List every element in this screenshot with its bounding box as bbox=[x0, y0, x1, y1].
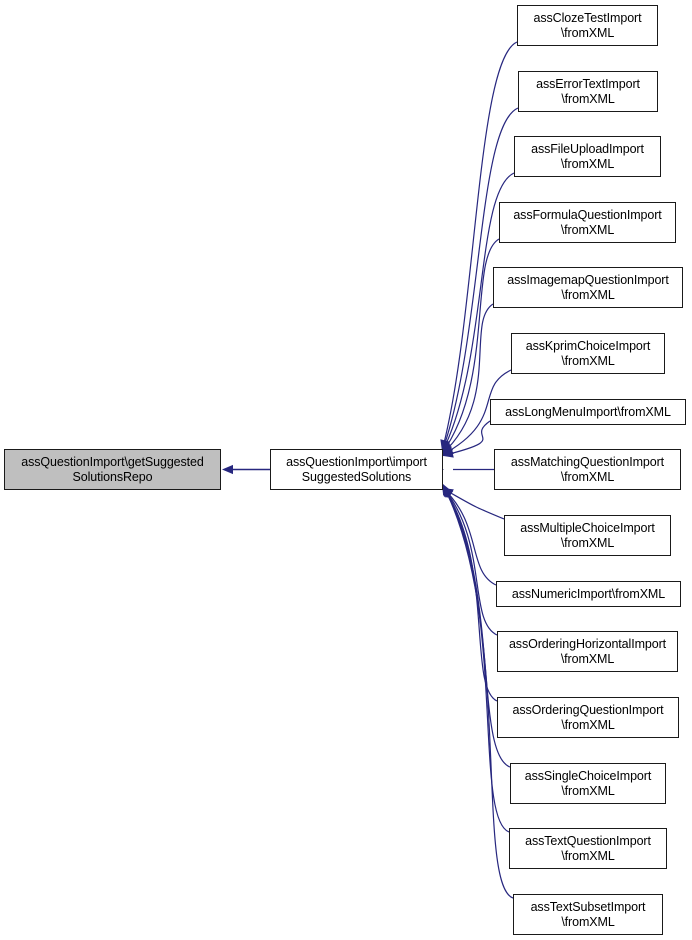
graph-node-get-suggested-solutions-repo[interactable]: assQuestionImport\getSuggested Solutions… bbox=[4, 449, 221, 490]
edge-ass-long-menu-import-to-hub bbox=[441, 420, 491, 457]
graph-node-ass-multiple-choice-import[interactable]: assMultipleChoiceImport \fromXML bbox=[504, 515, 671, 556]
edge-ass-imagemap-question-import-to-hub bbox=[441, 303, 494, 455]
edge-ass-ordering-horizontal-import-to-hub-arrowhead bbox=[442, 486, 453, 498]
node-label: assOrderingQuestionImport \fromXML bbox=[512, 702, 664, 732]
node-label: assErrorTextImport \fromXML bbox=[536, 76, 640, 106]
node-label: assMultipleChoiceImport \fromXML bbox=[520, 520, 655, 550]
edge-ass-text-question-import-to-hub-arrowhead bbox=[442, 484, 452, 496]
node-label: assMatchingQuestionImport \fromXML bbox=[510, 454, 665, 484]
node-label: assClozeTestImport \fromXML bbox=[533, 10, 642, 40]
edge-ass-numeric-import-to-hub-arrowhead bbox=[442, 487, 454, 499]
node-label: assKprimChoiceImport \fromXML bbox=[525, 338, 651, 368]
edge-ass-numeric-import-to-hub bbox=[441, 486, 497, 586]
node-label: assFileUploadImport \fromXML bbox=[531, 141, 644, 171]
node-label: assQuestionImport\import SuggestedSoluti… bbox=[286, 454, 427, 484]
graph-node-ass-numeric-import[interactable]: assNumericImport\fromXML bbox=[496, 581, 681, 607]
node-label: assTextSubsetImport \fromXML bbox=[530, 899, 646, 929]
graph-node-ass-kprim-choice-import[interactable]: assKprimChoiceImport \fromXML bbox=[511, 333, 665, 374]
graph-node-ass-ordering-question-import[interactable]: assOrderingQuestionImport \fromXML bbox=[497, 697, 679, 738]
edge-ass-imagemap-question-import-to-hub-arrowhead bbox=[442, 443, 454, 455]
edge-hub-to-root-arrowhead bbox=[222, 464, 233, 475]
node-label: assQuestionImport\getSuggested Solutions… bbox=[21, 454, 204, 484]
node-label: assOrderingHorizontalImport \fromXML bbox=[508, 636, 667, 666]
node-label: assImagemapQuestionImport \fromXML bbox=[507, 272, 669, 302]
graph-node-ass-text-subset-import[interactable]: assTextSubsetImport \fromXML bbox=[513, 894, 663, 935]
edge-ass-kprim-choice-import-to-hub-arrowhead bbox=[442, 445, 454, 455]
graph-node-ass-imagemap-question-import[interactable]: assImagemapQuestionImport \fromXML bbox=[493, 267, 683, 308]
node-label: assNumericImport\fromXML bbox=[511, 586, 666, 601]
edge-ass-ordering-question-import-to-hub-arrowhead bbox=[442, 485, 453, 498]
graph-node-ass-matching-question-import[interactable]: assMatchingQuestionImport \fromXML bbox=[494, 449, 681, 490]
edge-ass-ordering-horizontal-import-to-hub bbox=[441, 486, 498, 636]
edge-ass-formula-question-import-to-hub-arrowhead bbox=[442, 441, 453, 454]
node-label: assTextQuestionImport \fromXML bbox=[525, 833, 651, 863]
node-label: assSingleChoiceImport \fromXML bbox=[524, 768, 652, 798]
graph-node-ass-cloze-test-import[interactable]: assClozeTestImport \fromXML bbox=[517, 5, 658, 46]
graph-node-ass-single-choice-import[interactable]: assSingleChoiceImport \fromXML bbox=[510, 763, 666, 804]
edge-ass-text-subset-import-to-hub-arrowhead bbox=[442, 483, 452, 496]
edge-ass-file-upload-import-to-hub-arrowhead bbox=[442, 440, 452, 453]
edge-ass-multiple-choice-import-to-hub-arrowhead bbox=[442, 488, 454, 498]
graph-node-ass-text-question-import[interactable]: assTextQuestionImport \fromXML bbox=[509, 828, 667, 869]
edge-ass-cloze-test-import-to-hub bbox=[441, 41, 518, 452]
edge-ass-single-choice-import-to-hub-arrowhead bbox=[442, 484, 452, 497]
graph-node-ass-error-text-import[interactable]: assErrorTextImport \fromXML bbox=[518, 71, 658, 112]
graph-node-ass-long-menu-import[interactable]: assLongMenuImport\fromXML bbox=[490, 399, 686, 425]
graph-node-ass-ordering-horizontal-import[interactable]: assOrderingHorizontalImport \fromXML bbox=[497, 631, 678, 672]
edge-ass-text-subset-import-to-hub bbox=[441, 482, 514, 899]
edge-ass-multiple-choice-import-to-hub bbox=[441, 487, 505, 520]
graph-node-import-suggested-solutions[interactable]: assQuestionImport\import SuggestedSoluti… bbox=[270, 449, 443, 490]
node-label: assLongMenuImport\fromXML bbox=[505, 404, 671, 419]
graph-node-ass-file-upload-import[interactable]: assFileUploadImport \fromXML bbox=[514, 136, 661, 177]
edge-ass-ordering-question-import-to-hub bbox=[441, 485, 498, 702]
graph-node-ass-formula-question-import[interactable]: assFormulaQuestionImport \fromXML bbox=[499, 202, 676, 243]
node-label: assFormulaQuestionImport \fromXML bbox=[513, 207, 662, 237]
edge-ass-long-menu-import-to-hub-arrowhead bbox=[442, 448, 454, 458]
